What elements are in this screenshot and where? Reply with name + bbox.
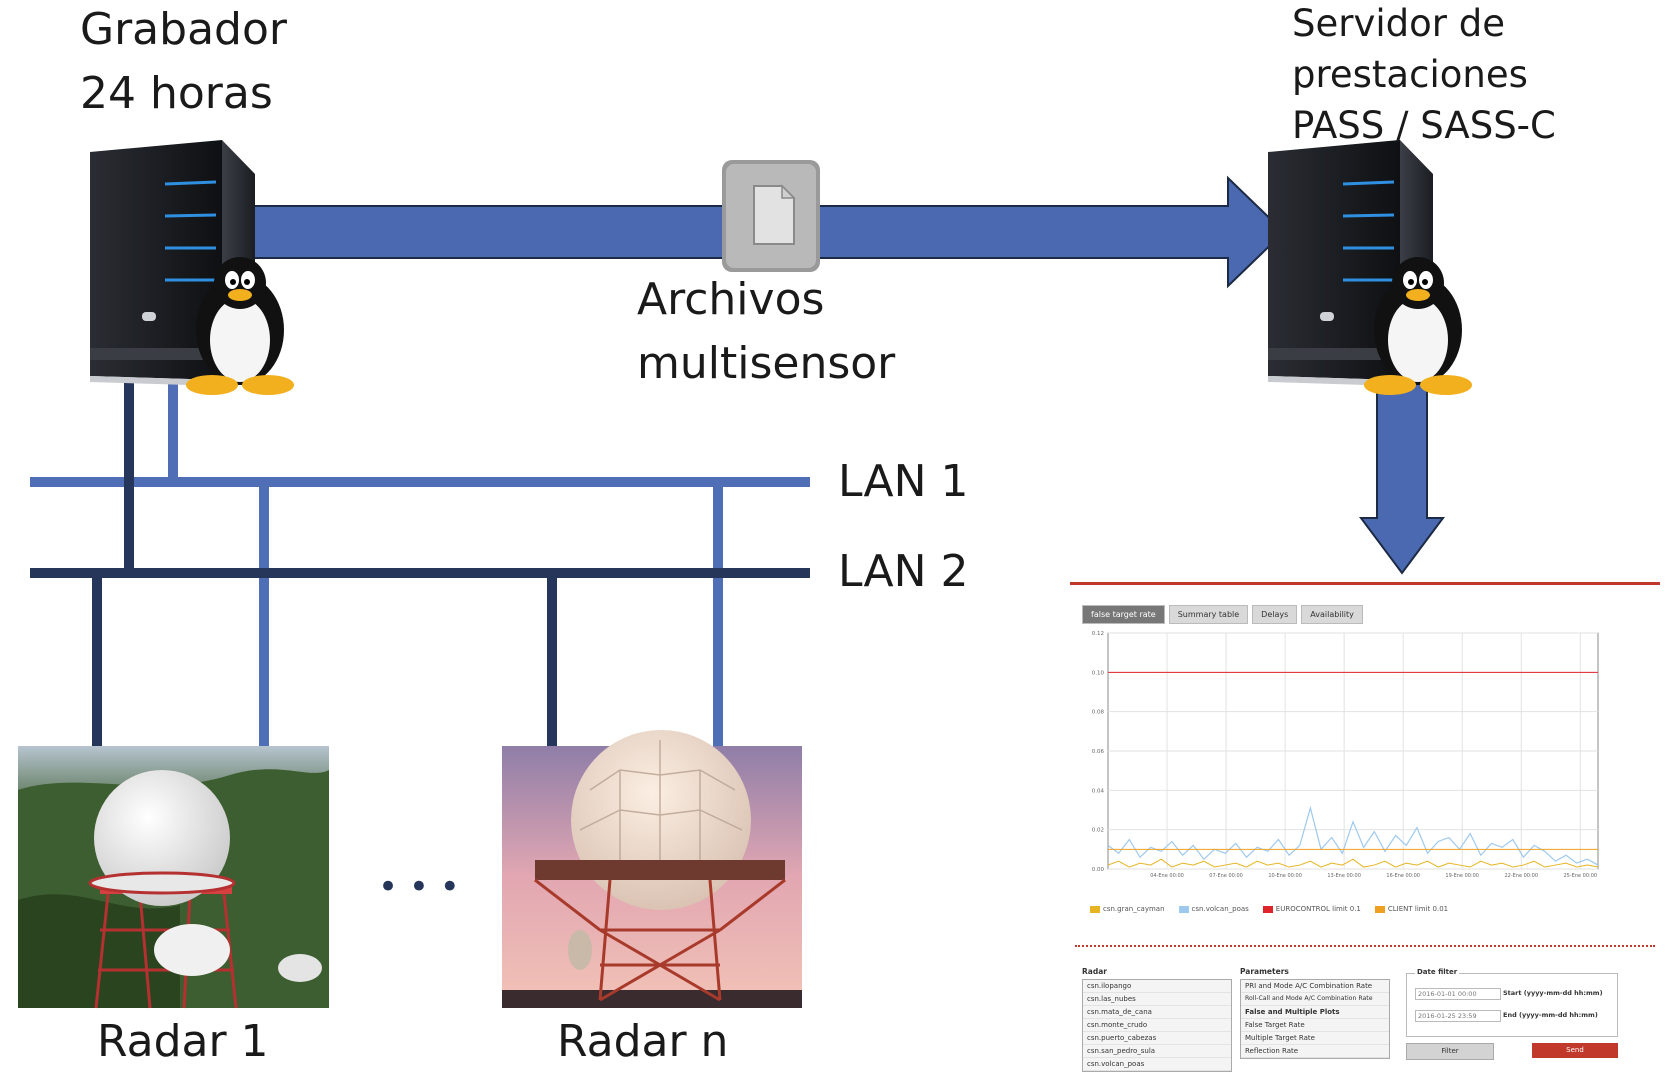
start-date-input[interactable]: 2016-01-01 00:00 [1415, 988, 1501, 1000]
results-arrow [1359, 369, 1445, 575]
end-date-input[interactable]: 2016-01-25 23:59 [1415, 1010, 1501, 1022]
radar1-photo [18, 746, 329, 1009]
radarn-label: Radar n [557, 1016, 729, 1067]
server-label-line3: PASS / SASS-C [1292, 104, 1556, 147]
filter-button[interactable]: Filter [1406, 1043, 1494, 1060]
x-tick-label: 22-Ene 00:00 [1504, 873, 1538, 879]
list-item[interactable]: Roll-Call and Mode A/C Combination Rate [1241, 993, 1389, 1006]
list-item[interactable]: False Target Rate [1241, 1019, 1389, 1032]
list-group-label: False and Multiple Plots [1241, 1006, 1389, 1019]
recorder-label: Grabador 24 horas [80, 0, 287, 126]
y-tick-label: 0.04 [1092, 788, 1105, 794]
list-item[interactable]: csn.puerto_cabezas [1083, 1032, 1231, 1045]
linux-penguin-icon [1364, 257, 1472, 395]
y-tick-label: 0.00 [1092, 867, 1105, 873]
tab-summary-table[interactable]: Summary table [1168, 605, 1249, 624]
tab-availability[interactable]: Availability [1301, 605, 1363, 624]
report-screenshot: false target rate Summary table Delays A… [1070, 582, 1660, 1072]
lan2-bus [30, 380, 810, 746]
parameters-list[interactable]: PRI and Mode A/C Combination Rate Roll-C… [1240, 979, 1390, 1059]
chart-legend: csn.gran_cayman csn.volcan_poas EUROCONT… [1090, 905, 1448, 913]
parameters-selector: Parameters PRI and Mode A/C Combination … [1240, 967, 1390, 1059]
files-label: Archivos multisensor [637, 268, 895, 396]
date-filter: Date filter 2016-01-01 00:00 Start (yyyy… [1406, 968, 1618, 1037]
legend-item: csn.volcan_poas [1178, 905, 1249, 913]
recorder-label-line1: Grabador [80, 4, 287, 55]
x-tick-label: 07-Ene 00:00 [1209, 873, 1243, 879]
server-label-line2: prestaciones [1292, 53, 1528, 96]
list-item[interactable]: csn.ilopango [1083, 980, 1231, 993]
x-tick-label: 13-Ene 00:00 [1327, 873, 1361, 879]
list-item[interactable]: csn.volcan_poas [1083, 1058, 1231, 1071]
y-tick-label: 0.12 [1092, 631, 1104, 637]
list-item[interactable]: csn.monte_crudo [1083, 1019, 1231, 1032]
x-tick-label: 10-Ene 00:00 [1268, 873, 1302, 879]
lan1-label: LAN 1 [838, 456, 969, 507]
tab-false-target-rate[interactable]: false target rate [1082, 605, 1165, 624]
separator [1075, 945, 1655, 947]
x-tick-label: 16-Ene 00:00 [1386, 873, 1420, 879]
report-tabs: false target rate Summary table Delays A… [1082, 605, 1363, 624]
linux-penguin-icon [186, 257, 294, 395]
x-tick-label: 19-Ene 00:00 [1445, 873, 1479, 879]
tab-delays[interactable]: Delays [1252, 605, 1298, 624]
y-tick-label: 0.08 [1092, 710, 1105, 716]
send-button[interactable]: Send [1532, 1043, 1618, 1058]
radar-list[interactable]: csn.ilopango csn.las_nubes csn.mata_de_c… [1082, 979, 1232, 1072]
recorder-label-line2: 24 horas [80, 68, 273, 119]
series-line [1107, 805, 1599, 866]
legend-item: EUROCONTROL limit 0.1 [1262, 905, 1361, 913]
list-item[interactable]: csn.san_pedro_sula [1083, 1045, 1231, 1058]
date-filter-title: Date filter [1415, 968, 1460, 976]
start-date-label: Start (yyyy-mm-dd hh:mm) [1503, 989, 1603, 997]
series-line [1107, 858, 1599, 868]
radar-selector: Radar csn.ilopango csn.las_nubes csn.mat… [1082, 967, 1232, 1072]
lan2-label: LAN 2 [838, 546, 969, 597]
list-item[interactable]: Multiple Target Rate [1241, 1032, 1389, 1045]
y-tick-label: 0.02 [1092, 828, 1104, 834]
legend-item: CLIENT limit 0.01 [1374, 905, 1448, 913]
parameters-title: Parameters [1240, 967, 1289, 976]
files-label-line1: Archivos [637, 274, 825, 325]
list-item[interactable]: csn.mata_de_cana [1083, 1006, 1231, 1019]
list-item[interactable]: Reflection Rate [1241, 1045, 1389, 1058]
y-tick-label: 0.06 [1092, 749, 1105, 755]
ellipsis-label: • • • [378, 867, 460, 907]
legend-item: csn.gran_cayman [1090, 905, 1165, 913]
server-label: Servidor de prestaciones PASS / SASS-C [1292, 0, 1556, 151]
lan1-bus [30, 380, 810, 746]
x-tick-label: 04-Ene 00:00 [1150, 873, 1184, 879]
false-target-rate-chart: 0.00 0.02 0.04 0.06 0.08 0.10 0.12 04-Ene 00:00… [1092, 631, 1599, 879]
server-label-line1: Servidor de [1292, 2, 1505, 45]
files-label-line2: multisensor [637, 338, 896, 389]
radarn-photo [502, 730, 802, 1008]
x-tick-label: 25-Ene 00:00 [1564, 873, 1598, 879]
radar1-label: Radar 1 [97, 1016, 269, 1067]
y-tick-label: 0.10 [1092, 670, 1105, 676]
list-item[interactable]: PRI and Mode A/C Combination Rate [1241, 980, 1389, 993]
radar-title: Radar [1082, 967, 1107, 976]
end-date-label: End (yyyy-mm-dd hh:mm) [1503, 1011, 1598, 1019]
list-item[interactable]: csn.las_nubes [1083, 993, 1231, 1006]
file-icon [722, 160, 820, 272]
